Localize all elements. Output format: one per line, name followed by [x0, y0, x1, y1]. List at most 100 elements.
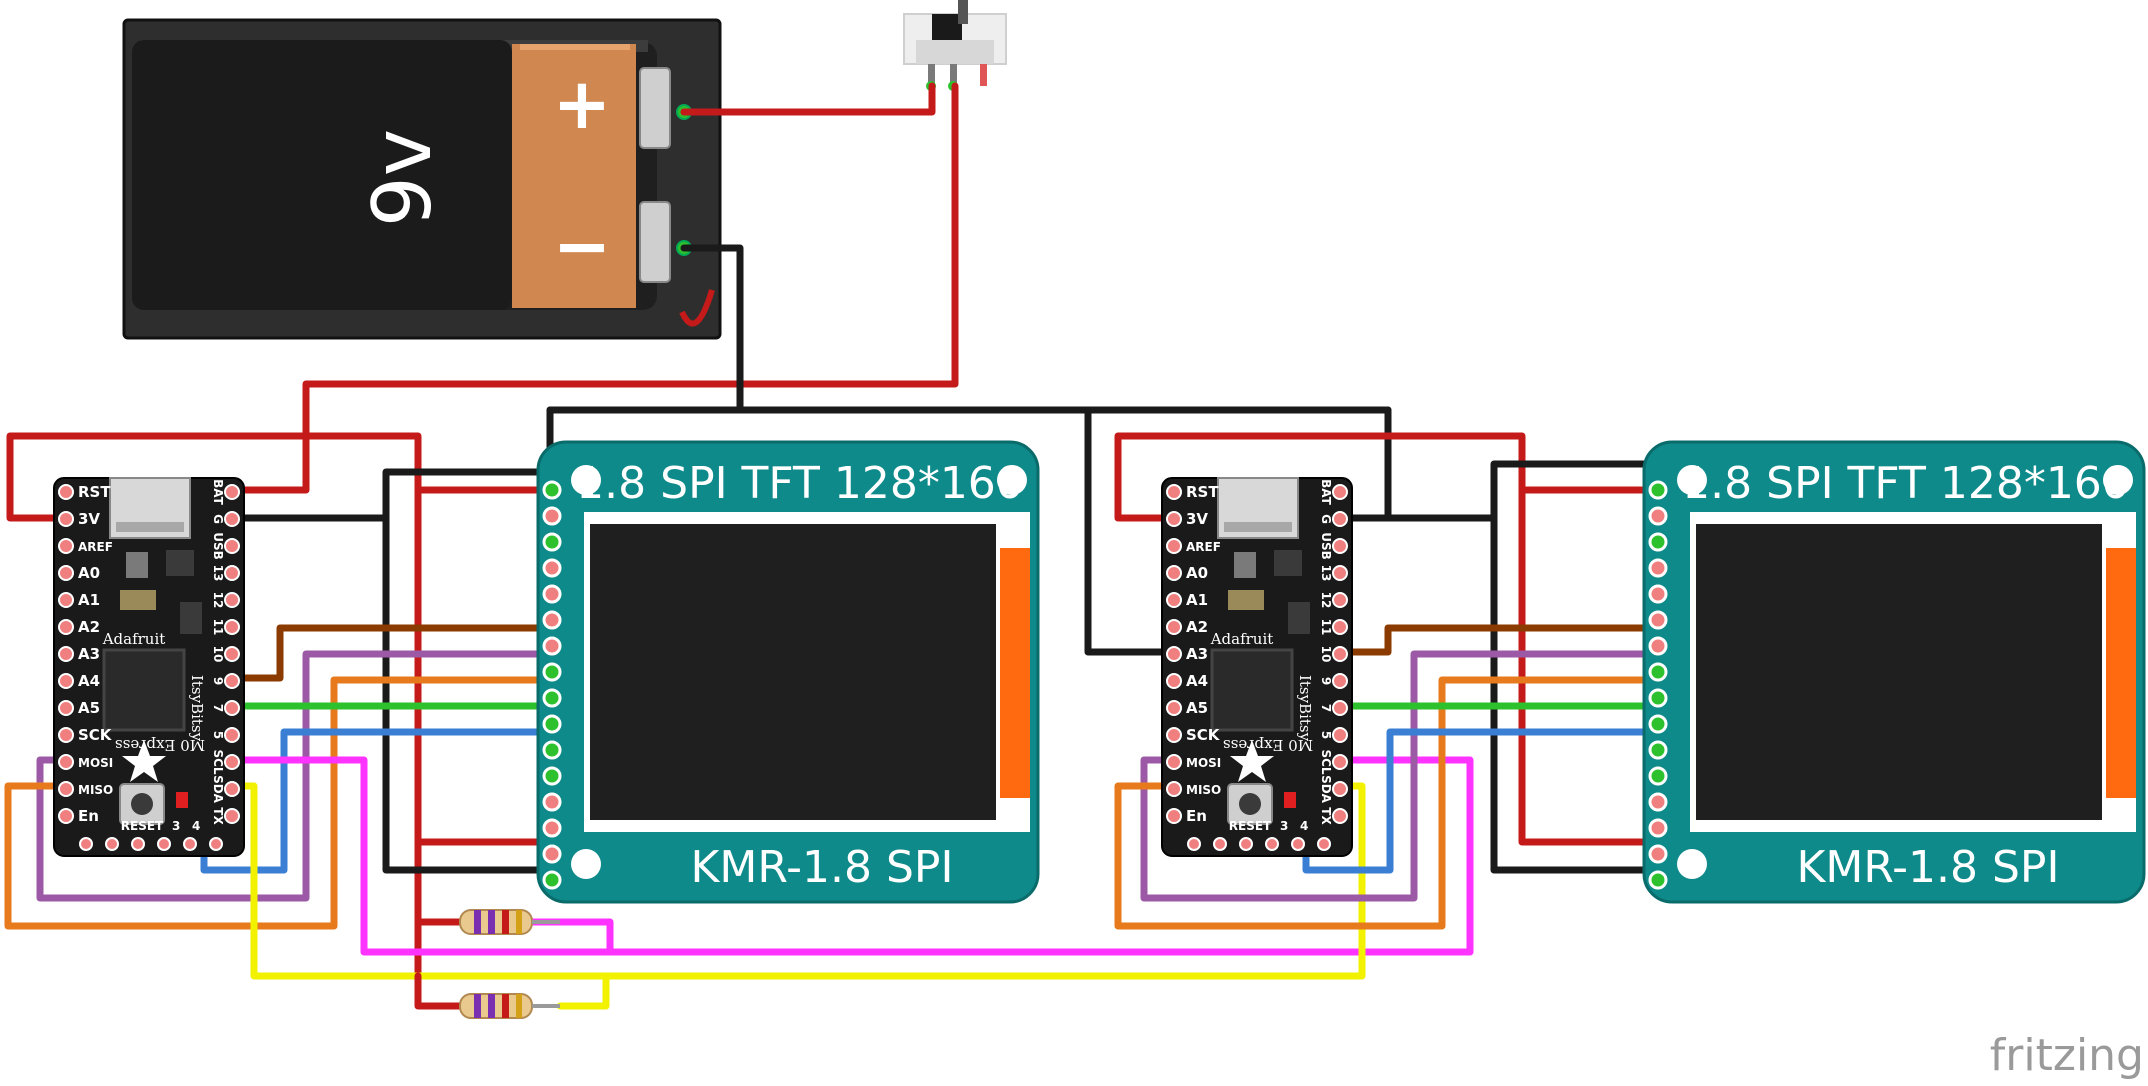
board-pin — [224, 511, 240, 527]
pin-label-right: 5 — [211, 731, 225, 739]
pin-label-left: A2 — [1186, 618, 1208, 636]
pin-label-left: RST — [78, 483, 111, 501]
pin-label-right: USB — [211, 532, 225, 560]
pin-label-left: A0 — [78, 564, 100, 582]
pin-label-reset: RESET — [1229, 819, 1272, 833]
battery-voltage-label: 9v — [356, 129, 449, 227]
board-pin — [224, 565, 240, 581]
pin-label-left: A3 — [1186, 645, 1208, 663]
pin-label-left: A1 — [1186, 591, 1208, 609]
board-pin — [1332, 565, 1348, 581]
adafruit-logo-icon — [122, 740, 166, 782]
board-pin — [224, 484, 240, 500]
pin-label-left: MISO — [78, 783, 113, 797]
board-pin — [58, 592, 74, 608]
board-pin — [1166, 538, 1182, 554]
board-pin — [1166, 592, 1182, 608]
fritzing-watermark: fritzing — [1990, 1030, 2144, 1081]
board-pin — [224, 781, 240, 797]
pin-label-right: 13 — [211, 565, 225, 582]
board-variant: M0 Express — [115, 736, 205, 754]
board-pin — [58, 565, 74, 581]
pin-label-left: A1 — [78, 591, 100, 609]
board-pin — [1166, 754, 1182, 770]
board-pin — [1166, 484, 1182, 500]
pin-label-right: 9 — [1319, 677, 1333, 685]
pin-label-right: BAT — [1319, 479, 1333, 506]
board-pin — [1166, 511, 1182, 527]
tft-title: 1.8 SPI TFT 128*160 — [576, 458, 1024, 509]
pin-label-right: SCL — [211, 749, 225, 774]
pin-label-left: SCK — [1186, 726, 1221, 744]
board-pin — [224, 727, 240, 743]
tft-model: KMR-1.8 SPI — [691, 842, 954, 893]
pin-label-bottom: 4 — [1300, 819, 1308, 833]
board-pin — [224, 700, 240, 716]
board-pin — [1332, 619, 1348, 635]
board-pin — [1166, 673, 1182, 689]
board-pin — [1332, 673, 1348, 689]
board-pin — [1332, 484, 1348, 500]
pin-label-right: G — [211, 514, 225, 524]
pin-label-right: TX — [211, 807, 225, 825]
board-brand: Adafruit — [102, 630, 166, 648]
pin-label-left: A5 — [1186, 699, 1208, 717]
pin-label-left: En — [1186, 807, 1207, 825]
board-pin — [1166, 619, 1182, 635]
pin-label-right: 5 — [1319, 731, 1333, 739]
pin-label-left: A5 — [78, 699, 100, 717]
resistor-scl-pullup — [459, 909, 560, 935]
switch-knob — [932, 14, 962, 40]
wires — [4, 82, 1664, 1010]
board-brand: Adafruit — [1210, 630, 1274, 648]
board-pin — [224, 754, 240, 770]
pin-label-left: 3V — [1186, 510, 1208, 528]
board-pin — [1166, 565, 1182, 581]
board-pin — [58, 781, 74, 797]
board-pin — [1332, 727, 1348, 743]
tft-screen — [590, 524, 996, 820]
pin-label-left: AREF — [78, 540, 113, 554]
pin-label-right: 13 — [1319, 565, 1333, 582]
pin-label-right: BAT — [211, 479, 225, 506]
pin-label-left: En — [78, 807, 99, 825]
board-pin — [1166, 700, 1182, 716]
pin-label-bottom: 3 — [1280, 819, 1288, 833]
board-pin — [58, 538, 74, 554]
tft-model: KMR-1.8 SPI — [1797, 842, 2060, 893]
battery-plus-label: + — [553, 63, 612, 145]
board-pin — [1332, 781, 1348, 797]
battery-holder: + − 9v — [122, 18, 722, 340]
pin-label-left: MOSI — [78, 756, 113, 770]
board-variant: M0 Express — [1223, 736, 1313, 754]
board-pin — [1332, 538, 1348, 554]
board-pin — [1332, 592, 1348, 608]
battery-terminal-minus — [639, 201, 671, 283]
mcu-chip — [102, 648, 186, 732]
pin-label-left: A2 — [78, 618, 100, 636]
board-pin — [1166, 646, 1182, 662]
board-pin — [1332, 646, 1348, 662]
wire-battery-minus — [680, 244, 744, 414]
pin-label-right: SDA — [1319, 775, 1333, 804]
board-pin — [224, 619, 240, 635]
board-model: ItsyBitsy — [188, 675, 206, 742]
pin-label-right: 10 — [211, 646, 225, 663]
pin-label-right: 7 — [1319, 704, 1333, 712]
battery-minus-label: − — [553, 205, 612, 287]
pin-label-right: 12 — [1319, 592, 1333, 609]
pin-label-bottom: 3 — [172, 819, 180, 833]
mcu-chip — [1210, 648, 1294, 732]
wire-battery-plus — [680, 82, 936, 116]
slide-switch[interactable] — [903, 0, 1007, 91]
pin-label-right: 11 — [211, 619, 225, 636]
board-pin — [58, 673, 74, 689]
pin-label-right: TX — [1319, 807, 1333, 825]
board-pin — [58, 646, 74, 662]
board-pin — [58, 808, 74, 824]
